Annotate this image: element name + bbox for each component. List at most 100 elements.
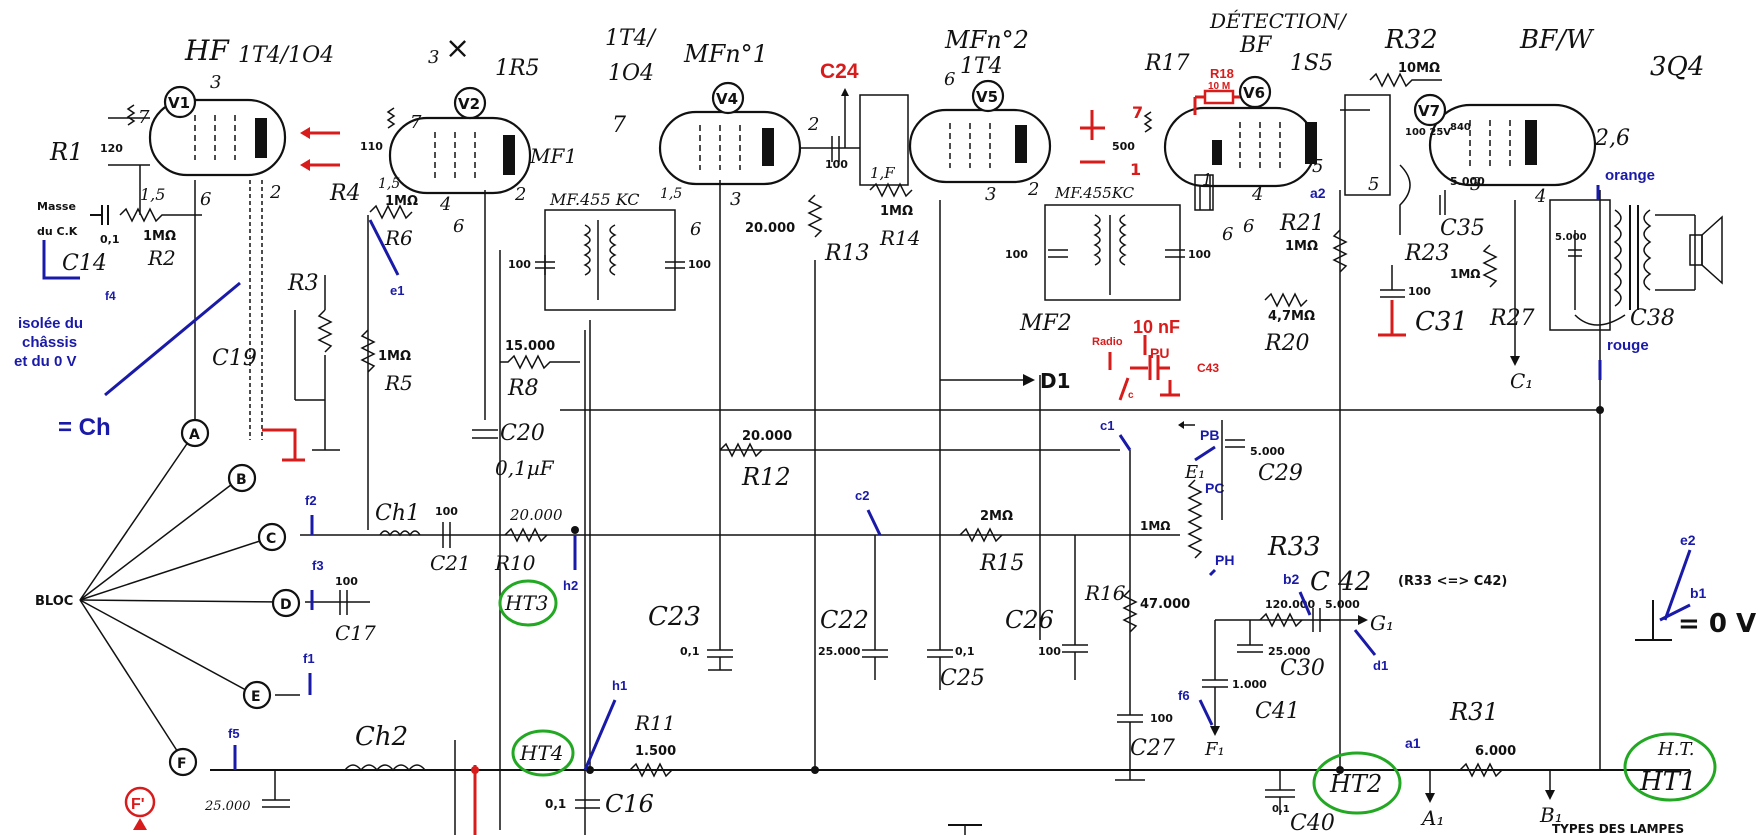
bloc-a: A xyxy=(180,418,210,448)
tube-v5: V5 xyxy=(908,79,1052,184)
mf2-freq: MF.455KC xyxy=(1054,184,1135,202)
pin-label: 6 xyxy=(1222,224,1233,245)
c38-value: 5.000 xyxy=(1555,232,1587,243)
pin-label: 3 xyxy=(985,184,996,205)
point-pb: PB xyxy=(1200,427,1219,443)
val-25000b: 25.000 xyxy=(818,645,861,658)
r1-label: R1 xyxy=(49,138,83,166)
c40-label: C40 xyxy=(1290,811,1335,835)
point-ph: PH xyxy=(1215,552,1234,568)
pin-label: 4 xyxy=(439,194,451,215)
r12-label: R12 xyxy=(741,463,791,491)
mf1-freq: MF.455 KC xyxy=(549,190,639,209)
pin-label: 5 xyxy=(1312,156,1323,177)
masse-label: Masse xyxy=(37,200,76,213)
r8-label: R8 xyxy=(507,376,539,401)
r15-value: 2MΩ xyxy=(980,509,1013,524)
pin-label: 3 xyxy=(730,189,741,210)
wire-orange: orange xyxy=(1605,167,1655,184)
tube-v5-label: V5 xyxy=(976,88,998,106)
tube-v4: V4 xyxy=(658,81,802,186)
val-100d: 100 xyxy=(335,575,358,588)
bloc-d: D xyxy=(271,588,301,618)
r14-label: R14 xyxy=(879,226,921,250)
r11-value: 1.500 xyxy=(635,744,676,759)
pin-label: 6 xyxy=(453,216,464,237)
switch-c-label: c xyxy=(1128,390,1134,401)
c40-value: 0,1 xyxy=(1272,804,1290,815)
r23-label: R23 xyxy=(1404,241,1450,266)
pin-label: 2 xyxy=(807,114,819,135)
tube-types-caption: TYPES DES LAMPES xyxy=(1552,822,1684,835)
val-5000a: 5.000 xyxy=(1250,445,1285,458)
c25-label: C25 xyxy=(940,666,985,691)
pin-label: 6 xyxy=(944,69,955,90)
point-h1: h1 xyxy=(612,678,627,693)
annot-line-b2 xyxy=(1298,591,1312,616)
c30-label: C30 xyxy=(1280,656,1325,681)
r33-c42-note: (R33 <=> C42) xyxy=(1398,574,1507,589)
bloc-e: E xyxy=(242,680,272,710)
c17-label: C17 xyxy=(335,621,376,645)
val-01c: 0,1 xyxy=(680,645,700,658)
point-e1: e1 xyxy=(390,283,404,298)
annot-line-c1 xyxy=(1118,434,1132,451)
val-100h: 100 xyxy=(1038,645,1061,658)
annot-line-b1 xyxy=(1659,603,1691,622)
r12-value: 20.000 xyxy=(742,429,792,444)
pin-label: 7 xyxy=(1132,103,1143,122)
point-a1: a1 xyxy=(1405,735,1421,751)
annot-line-h1 xyxy=(583,699,617,771)
mf1-label: MF1 xyxy=(529,144,577,168)
bloc-a-label: A xyxy=(189,427,200,443)
ht4-marker xyxy=(511,729,575,777)
pin-label: 7 xyxy=(410,112,422,133)
c31-label: C31 xyxy=(1415,307,1468,337)
val-500: 500 xyxy=(1112,140,1135,153)
pin-label: 1 xyxy=(1202,170,1212,189)
r2-label: R2 xyxy=(147,246,176,270)
c14-label: C14 xyxy=(62,251,107,276)
r8-value: 15.000 xyxy=(505,339,555,354)
point-e2: e2 xyxy=(1680,532,1696,548)
r13-value: 20.000 xyxy=(745,221,795,236)
c16-label: C16 xyxy=(605,790,654,818)
c26-label: C26 xyxy=(1005,606,1054,634)
point-pc: PC xyxy=(1205,480,1224,496)
r27-label: R27 xyxy=(1489,306,1535,331)
c23-label: C23 xyxy=(648,602,701,632)
r16-label: R16 xyxy=(1084,581,1126,605)
r14-value: 1MΩ xyxy=(880,204,913,219)
val-1-5b: 1,5 xyxy=(378,176,400,192)
stage-out-b: BF/W xyxy=(1519,25,1595,55)
annot-red-ground xyxy=(262,428,305,462)
ht1-marker xyxy=(1623,732,1717,802)
val-01: 0,1 xyxy=(100,233,120,246)
val-100c: 100 xyxy=(435,505,458,518)
point-f6: f6 xyxy=(1178,688,1190,703)
isolee-line-3: et du 0 V xyxy=(14,353,77,370)
bloc-f-label: F xyxy=(177,756,187,772)
val-100a: 100 xyxy=(508,258,531,271)
stage-mf1-type-b: 1O4 xyxy=(608,61,654,86)
val-1000: 1.000 xyxy=(1232,678,1267,691)
val-25000c: 25.000 xyxy=(1268,645,1311,658)
val-110: 110 xyxy=(360,140,383,153)
annot-line-f6 xyxy=(1198,699,1214,726)
pin-label: 6 xyxy=(690,219,701,240)
point-f3: f3 xyxy=(312,558,324,573)
f1-output: F₁ xyxy=(1204,739,1225,760)
annot-line-ph xyxy=(1208,568,1217,577)
annot-line-ch xyxy=(104,281,241,397)
c42-label: C 42 xyxy=(1310,567,1371,597)
tube-v1: V1 xyxy=(148,85,287,177)
g1-output: G₁ xyxy=(1370,611,1394,635)
tube-v1-label: V1 xyxy=(168,94,190,112)
bloc-c-label: C xyxy=(266,531,276,547)
val-100f: 100 xyxy=(1005,248,1028,261)
val-840: 840 xyxy=(1450,122,1471,133)
r31-label: R31 xyxy=(1449,698,1499,726)
tube-v6: V6 xyxy=(1163,75,1317,188)
r17-label: R17 xyxy=(1144,51,1190,76)
